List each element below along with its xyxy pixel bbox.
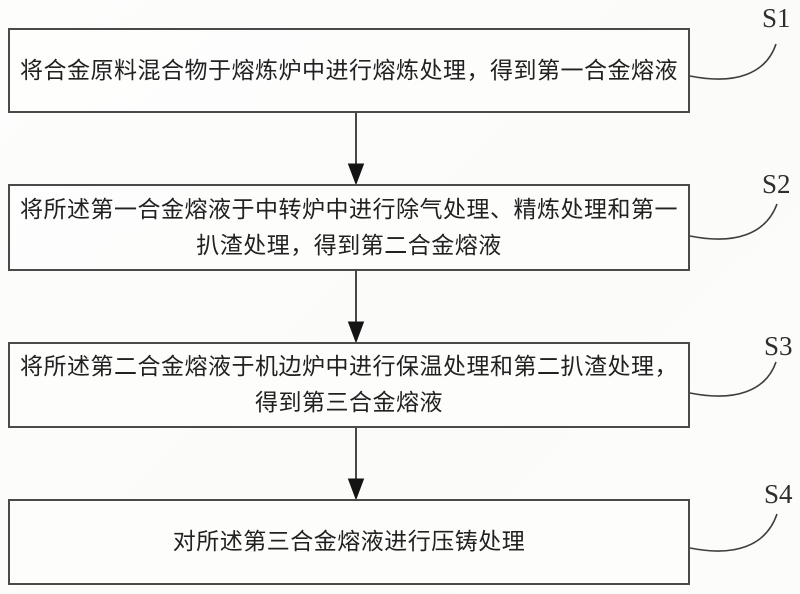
step-s2-text-line1: 将所述第一合金熔液于中转炉中进行除气处理、精炼处理和第一 bbox=[20, 196, 678, 222]
step-label-s1: S1 bbox=[762, 3, 791, 33]
step-label-s3: S3 bbox=[764, 331, 793, 361]
step-s2-text-line2: 扒渣处理，得到第二合金熔液 bbox=[196, 232, 502, 258]
step-s3-text-line2: 得到第三合金熔液 bbox=[255, 390, 443, 415]
reference-connector-s2 bbox=[689, 203, 778, 240]
reference-connector-s3 bbox=[689, 361, 777, 397]
step-box-s4: 对所述第三合金熔液进行压铸处理 bbox=[8, 499, 690, 585]
step-box-s2: 将所述第一合金熔液于中转炉中进行除气处理、精炼处理和第一 扒渣处理，得到第二合金… bbox=[8, 184, 690, 271]
step-s4-text: 对所述第三合金熔液进行压铸处理 bbox=[172, 529, 526, 554]
reference-connector-s1 bbox=[689, 43, 777, 80]
step-label-s4: S4 bbox=[764, 479, 793, 509]
step-box-s1: 将合金原料混合物于熔炼炉中进行熔炼处理，得到第一合金熔液 bbox=[8, 28, 690, 113]
step-s3-text-line1: 将所述第二合金熔液于机边炉中进行保温处理和第二扒渣处理， bbox=[20, 354, 678, 379]
flow-arrow-head-2 bbox=[347, 321, 365, 344]
reference-connector-s4 bbox=[689, 513, 778, 552]
step-s1-text: 将合金原料混合物于熔炼炉中进行熔炼处理，得到第一合金熔液 bbox=[20, 57, 678, 83]
step-label-s2: S2 bbox=[762, 169, 791, 199]
flow-arrow-head-3 bbox=[347, 478, 365, 501]
step-box-s3: 将所述第二合金熔液于机边炉中进行保温处理和第二扒渣处理， 得到第三合金熔液 bbox=[8, 342, 690, 428]
flow-arrow-head-1 bbox=[347, 163, 365, 186]
